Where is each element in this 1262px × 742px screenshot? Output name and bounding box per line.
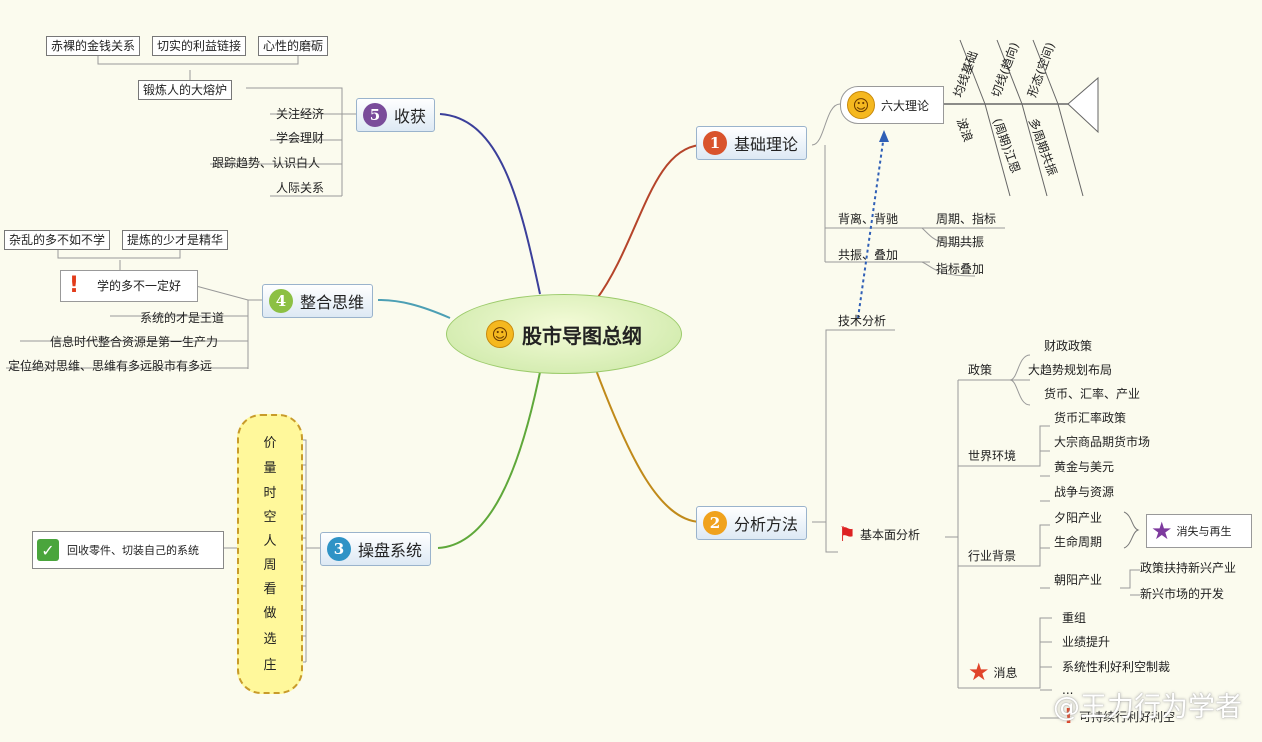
news-label: 消息 (993, 665, 1018, 680)
harvest-item-1: 关注经济 (276, 107, 325, 121)
industry-label: 行业背景 (968, 549, 1017, 563)
sunrise-item-2: 新兴市场的开发 (1140, 587, 1225, 601)
box-messy-learning: 杂乱的多不如不学 (4, 230, 111, 250)
topic-trading-system-label: 操盘系统 (358, 541, 423, 560)
star-note[interactable]: ★ 消失与再生 (1146, 514, 1252, 548)
resonance-label: 共振、叠加 (838, 248, 899, 262)
jewel-item: 空 (263, 510, 277, 525)
news-node[interactable]: ★ 消息 (968, 658, 1018, 686)
news-item-1: 重组 (1062, 611, 1087, 625)
world-item-4: 战争与资源 (1054, 485, 1115, 499)
policy-item-1: 财政政策 (1044, 339, 1093, 353)
central-topic[interactable]: ☺ 股市导图总纲 (446, 294, 682, 374)
exclamation-icon: ! (69, 273, 80, 298)
industry-item-2: 生命周期 (1054, 535, 1103, 549)
connector-branch5 (439, 113, 541, 295)
topic-trading-system[interactable]: 3 操盘系统 (320, 532, 432, 566)
harvest-item-4: 人际关系 (276, 181, 325, 195)
star-note-label: 消失与再生 (1176, 525, 1232, 538)
box-interest-link: 切实的利益链接 (152, 36, 247, 56)
jewel-item: 庄 (263, 658, 277, 673)
topic-basic-theory-label: 基础理论 (734, 135, 799, 154)
jewel-item: 周 (263, 558, 277, 573)
industry-item-3: 朝阳产业 (1054, 573, 1103, 587)
integrated-item-3: 定位绝对思维、思维有多远股市有多远 (8, 359, 213, 373)
red-flag-icon: ⚑ (838, 522, 856, 546)
watermark: @王力行为学者 (1053, 692, 1242, 723)
industry-item-1: 夕阳产业 (1054, 511, 1103, 525)
news-item-2: 业绩提升 (1062, 635, 1111, 649)
divergence-label: 背离、背驰 (838, 212, 899, 226)
central-topic-label: 股市导图总纲 (522, 323, 642, 348)
jewel-column: 价 量 时 空 人 周 看 做 选 庄 (237, 414, 303, 694)
world-label: 世界环境 (968, 449, 1017, 463)
warning-node-label: 学的多不一定好 (97, 279, 182, 293)
sunrise-item-1: 政策扶持新兴产业 (1140, 561, 1237, 575)
connector-branch2 (595, 369, 701, 523)
divergence-detail: 周期、指标 (936, 212, 997, 226)
number-4-icon: 4 (269, 289, 293, 313)
box-mind-temper: 心性的磨砺 (258, 36, 329, 56)
tech-analysis-label: 技术分析 (838, 314, 887, 328)
six-theories-node[interactable]: ☺ 六大理论 (840, 86, 944, 124)
number-1-icon: 1 (703, 131, 727, 155)
connector-branch1 (595, 144, 701, 301)
fundamental-analysis-node[interactable]: ⚑ 基本面分析 (838, 522, 920, 546)
number-2-icon: 2 (703, 511, 727, 535)
jewel-item: 人 (263, 534, 277, 549)
resonance-detail-2: 指标叠加 (936, 262, 985, 276)
news-warning: ! 可持续行利好利空 (1064, 704, 1175, 728)
checkmark-icon: ✓ (37, 539, 59, 561)
news-item-4: ... (1062, 683, 1074, 697)
box-furnace: 锻炼人的大熔炉 (138, 80, 233, 100)
integrated-item-1: 系统的才是王道 (140, 311, 225, 325)
checked-note[interactable]: ✓ 回收零件、切装自己的系统 (32, 531, 224, 569)
policy-item-3: 货币、汇率、产业 (1044, 387, 1141, 401)
number-3-icon: 3 (327, 537, 351, 561)
jewel-item: 价 (263, 436, 277, 451)
checked-note-label: 回收零件、切装自己的系统 (67, 544, 199, 557)
purple-star-icon: ★ (1151, 517, 1173, 545)
policy-item-2: 大趋势规划布局 (1028, 363, 1113, 377)
topic-integrated-thinking-label: 整合思维 (300, 293, 365, 312)
integrated-item-2: 信息时代整合资源是第一生产力 (50, 335, 219, 349)
jewel-item: 看 (263, 582, 277, 597)
resonance-detail-1: 周期共振 (936, 235, 985, 249)
jewel-item: 时 (263, 486, 277, 501)
policy-label: 政策 (968, 363, 993, 377)
jewel-item: 量 (263, 461, 277, 476)
box-money-relation: 赤裸的金钱关系 (46, 36, 141, 56)
topic-basic-theory[interactable]: 1 基础理论 (696, 126, 808, 160)
jewel-item: 选 (263, 632, 277, 647)
topic-harvest-label: 收获 (394, 107, 427, 126)
world-item-1: 货币汇率政策 (1054, 411, 1127, 425)
topic-analysis-method-label: 分析方法 (734, 515, 799, 534)
topic-analysis-method[interactable]: 2 分析方法 (696, 506, 808, 540)
news-warning-label: 可持续行利好利空 (1079, 709, 1176, 724)
number-5-icon: 5 (363, 103, 387, 127)
six-theories-label: 六大理论 (881, 98, 930, 113)
red-star-icon: ★ (968, 658, 990, 686)
box-refined-essence: 提炼的少才是精华 (122, 230, 229, 250)
world-item-3: 黄金与美元 (1054, 460, 1115, 474)
world-item-2: 大宗商品期货市场 (1054, 435, 1151, 449)
harvest-item-3: 跟踪趋势、认识白人 (212, 156, 321, 170)
fundamental-analysis-label: 基本面分析 (859, 527, 920, 542)
connector-branch4 (377, 299, 451, 319)
smile-icon: ☺ (847, 91, 875, 119)
topic-integrated-thinking[interactable]: 4 整合思维 (262, 284, 374, 318)
harvest-item-2: 学会理财 (276, 131, 325, 145)
connector-branch3 (437, 371, 541, 549)
topic-harvest[interactable]: 5 收获 (356, 98, 436, 132)
jewel-item: 做 (263, 606, 277, 621)
smile-icon: ☺ (486, 320, 514, 348)
warning-node[interactable]: ! 学的多不一定好 (60, 270, 198, 302)
exclamation-icon: ! (1064, 704, 1074, 728)
news-item-3: 系统性利好利空制裁 (1062, 660, 1171, 674)
